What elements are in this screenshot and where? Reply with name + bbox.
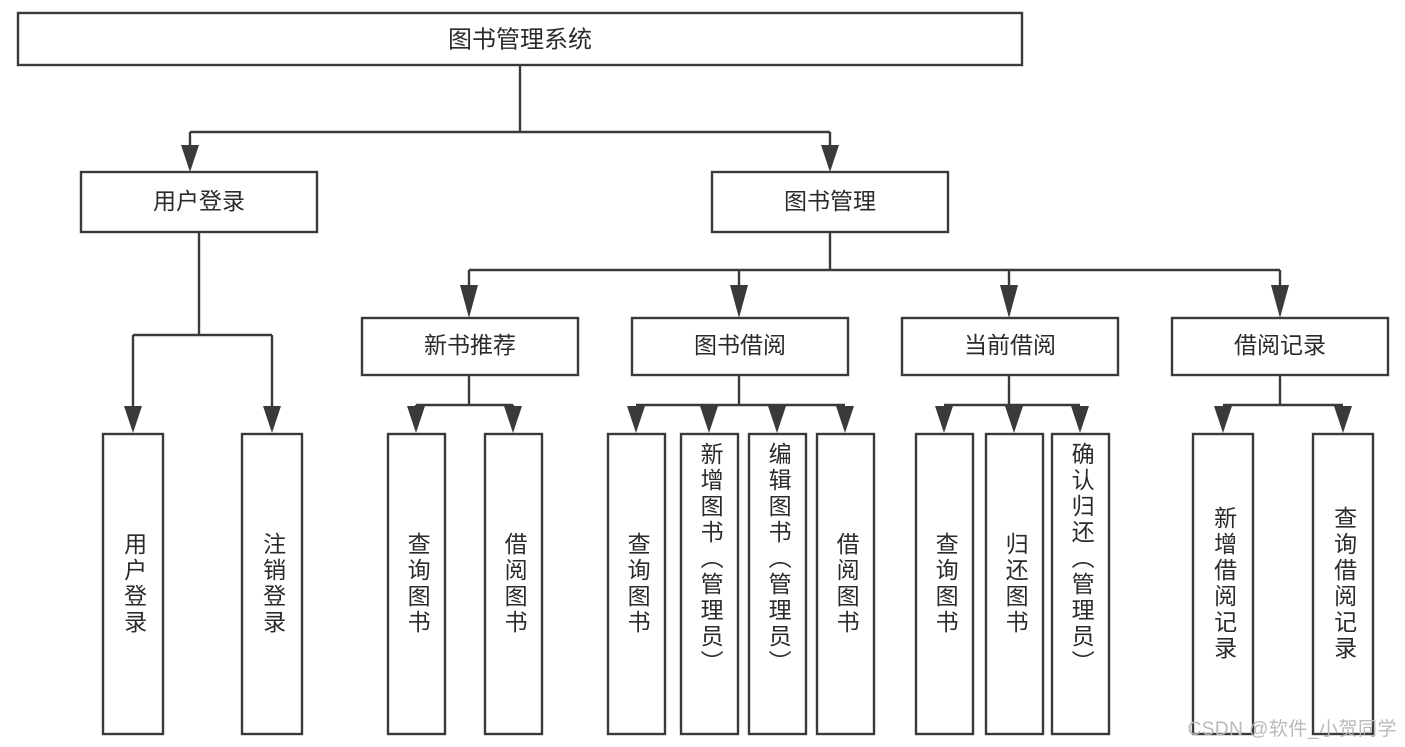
node-label-user-login: 用户登录 xyxy=(153,188,245,214)
node-box-leaf-edit-book[interactable] xyxy=(747,432,808,736)
node-label-borrow-record: 借阅记录 xyxy=(1234,332,1326,358)
connector-group-new-book-recommend xyxy=(407,375,522,433)
node-box-leaf-user-login[interactable] xyxy=(101,432,165,736)
arrow-head-book-management xyxy=(821,145,839,172)
node-box-leaf-add-book[interactable] xyxy=(679,432,740,736)
arrow-head-leaf-query-book-2 xyxy=(627,406,645,433)
node-box-leaf-logout-login[interactable] xyxy=(240,432,304,736)
node-box-leaf-query-book-1[interactable] xyxy=(386,432,447,736)
arrow-head-leaf-return-book xyxy=(1005,406,1023,433)
node-box-book-management[interactable] xyxy=(710,170,950,234)
arrow-head-leaf-add-record xyxy=(1214,406,1232,433)
arrow-head-leaf-edit-book xyxy=(768,406,786,433)
node-root[interactable]: 图书管理系统 xyxy=(16,11,1024,67)
node-box-leaf-borrow-book-1[interactable] xyxy=(483,432,544,736)
connector-group-borrow-record xyxy=(1214,375,1352,433)
node-box-book-borrow[interactable] xyxy=(630,316,850,377)
node-box-leaf-query-book-3[interactable] xyxy=(914,432,975,736)
connector-group-book-borrow xyxy=(627,375,854,433)
arrow-head-user-login xyxy=(181,145,199,172)
arrow-head-leaf-logout-login xyxy=(263,406,281,433)
node-label-book-borrow: 图书借阅 xyxy=(694,332,786,358)
node-box-root[interactable] xyxy=(16,11,1024,67)
arrow-head-book-borrow xyxy=(730,285,748,318)
arrow-head-leaf-confirm-return xyxy=(1071,406,1089,433)
arrow-head-leaf-query-book-1 xyxy=(407,406,425,433)
node-box-leaf-query-book-2[interactable] xyxy=(606,432,667,736)
node-box-current-borrow[interactable] xyxy=(900,316,1120,377)
node-box-new-book-recommend[interactable] xyxy=(360,316,580,377)
connector-group-book-management xyxy=(460,233,1289,318)
connector-group-root xyxy=(181,66,839,172)
node-box-leaf-query-record[interactable] xyxy=(1311,432,1375,736)
node-user-login[interactable]: 用户登录 xyxy=(79,170,319,234)
arrow-head-borrow-record xyxy=(1271,285,1289,318)
node-label-new-book-recommend: 新书推荐 xyxy=(424,332,516,358)
arrow-head-current-borrow xyxy=(1000,285,1018,318)
node-book-borrow[interactable]: 图书借阅 xyxy=(630,316,850,377)
arrow-head-leaf-borrow-book-2 xyxy=(836,406,854,433)
node-label-current-borrow: 当前借阅 xyxy=(964,332,1056,358)
node-box-leaf-borrow-book-2[interactable] xyxy=(815,432,876,736)
csdn-watermark: CSDN @软件_小贺同学 xyxy=(1187,719,1397,740)
arrow-head-leaf-borrow-book-1 xyxy=(504,406,522,433)
arrow-head-leaf-user-login xyxy=(124,406,142,433)
node-box-user-login[interactable] xyxy=(79,170,319,234)
node-borrow-record[interactable]: 借阅记录 xyxy=(1170,316,1390,377)
arrow-head-leaf-query-book-3 xyxy=(935,406,953,433)
node-box-leaf-return-book[interactable] xyxy=(984,432,1045,736)
node-box-leaf-confirm-return[interactable] xyxy=(1050,432,1111,736)
node-label-root: 图书管理系统 xyxy=(448,26,592,53)
connector-group-current-borrow xyxy=(935,375,1089,433)
arrow-head-new-book-recommend xyxy=(460,285,478,318)
node-new-book-recommend[interactable]: 新书推荐 xyxy=(360,316,580,377)
arrow-head-leaf-query-record xyxy=(1334,406,1352,433)
node-book-management[interactable]: 图书管理 xyxy=(710,170,950,234)
node-current-borrow[interactable]: 当前借阅 xyxy=(900,316,1120,377)
node-label-book-management: 图书管理 xyxy=(784,188,876,214)
node-box-borrow-record[interactable] xyxy=(1170,316,1390,377)
arrow-head-leaf-add-book xyxy=(700,406,718,433)
node-box-leaf-add-record[interactable] xyxy=(1191,432,1255,736)
connector-group-user-login xyxy=(124,233,281,433)
